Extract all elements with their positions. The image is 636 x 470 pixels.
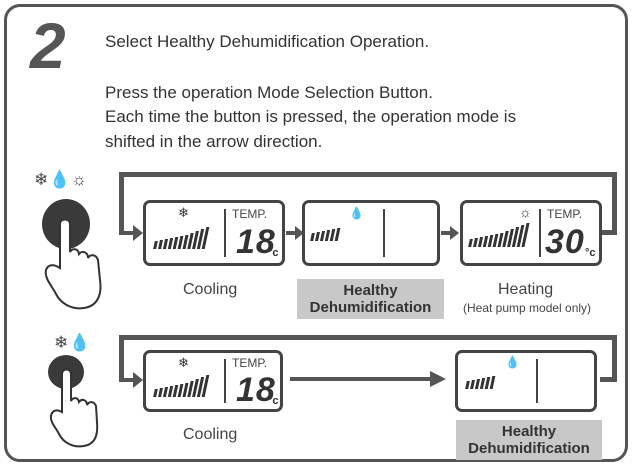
caption-line-2: Dehumidification	[309, 299, 432, 316]
loop-arrow-left-line	[119, 172, 124, 234]
caption-healthy-dehumidification: Healthy Dehumidification	[297, 279, 444, 319]
temp-label: TEMP.	[232, 207, 268, 221]
step-number: 2	[30, 10, 66, 82]
temp-value: 30	[545, 223, 585, 261]
loop-arrow-bottom-left-line	[119, 335, 124, 379]
caption-line-1: Healthy	[343, 282, 398, 299]
temp-value: 18	[236, 371, 276, 409]
snowflake-icon: ❄	[178, 205, 189, 220]
caption-heating: Heating	[498, 281, 554, 298]
instruction-line-1: Press the operation Mode Selection Butto…	[105, 83, 433, 102]
droplet-icon: 💧	[349, 206, 364, 220]
instruction-line-2: Each time the button is pressed, the ope…	[105, 107, 517, 126]
heating-note: (Heat pump model only)	[463, 301, 592, 315]
arrow-right-icon	[119, 225, 143, 241]
arrow-right-icon	[441, 226, 459, 240]
hand-pressing-button-icon	[48, 355, 99, 448]
lcd-heating: ☼ TEMP. 30 °c	[460, 200, 602, 266]
temp-unit: °c	[268, 395, 279, 407]
droplet-icon: 💧	[505, 355, 520, 369]
fan-speed-bars	[310, 228, 341, 241]
fan-speed-bars	[465, 376, 496, 389]
snowflake-icon: ❄	[178, 355, 189, 370]
connector-line	[290, 377, 438, 381]
caption-cooling: Cooling	[183, 281, 238, 298]
fan-speed-bars	[153, 375, 210, 397]
caption-cooling: Cooling	[183, 426, 238, 443]
caption-healthy-dehumidification: Healthy Dehumidification	[456, 420, 602, 460]
temp-label: TEMP.	[547, 207, 583, 221]
step-title: Select Healthy Dehumidification Operatio…	[105, 32, 430, 51]
temp-unit: °c	[268, 247, 279, 259]
loop-arrow-return	[600, 230, 617, 235]
mode-icons-top: ❄💧☼	[34, 170, 88, 189]
loop-arrow-bottom-top-line	[119, 335, 617, 340]
loop-arrow-bottom-right-line	[612, 335, 617, 381]
caption-line-1: Healthy	[501, 423, 557, 440]
temp-label: TEMP.	[232, 356, 268, 370]
loop-arrow-bottom-return	[600, 377, 617, 382]
caption-line-2: Dehumidification	[468, 440, 590, 457]
loop-arrow-top-line	[119, 172, 617, 177]
arrow-right-icon	[430, 371, 446, 387]
lcd-dehumidification-top: 💧	[302, 200, 440, 266]
sun-icon: ☼	[519, 204, 532, 220]
mode-icons-bottom: ❄💧	[54, 333, 92, 352]
loop-arrow-right-line	[612, 172, 617, 234]
fan-speed-bars	[153, 227, 210, 249]
temp-unit: °c	[585, 247, 596, 259]
arrow-right-icon	[286, 226, 304, 240]
instruction-frame	[4, 4, 628, 462]
instruction-line-3: shifted in the arrow direction.	[105, 132, 323, 151]
lcd-cooling-bottom: ❄ TEMP. 18 °c	[143, 350, 283, 412]
lcd-dehumidification-bottom: 💧	[455, 350, 597, 412]
hand-pressing-button-icon	[42, 199, 102, 310]
arrow-right-icon	[119, 372, 143, 388]
fan-speed-bars	[468, 223, 530, 247]
temp-value: 18	[236, 223, 276, 261]
lcd-cooling-top: ❄ TEMP. 18 °c	[143, 200, 285, 266]
